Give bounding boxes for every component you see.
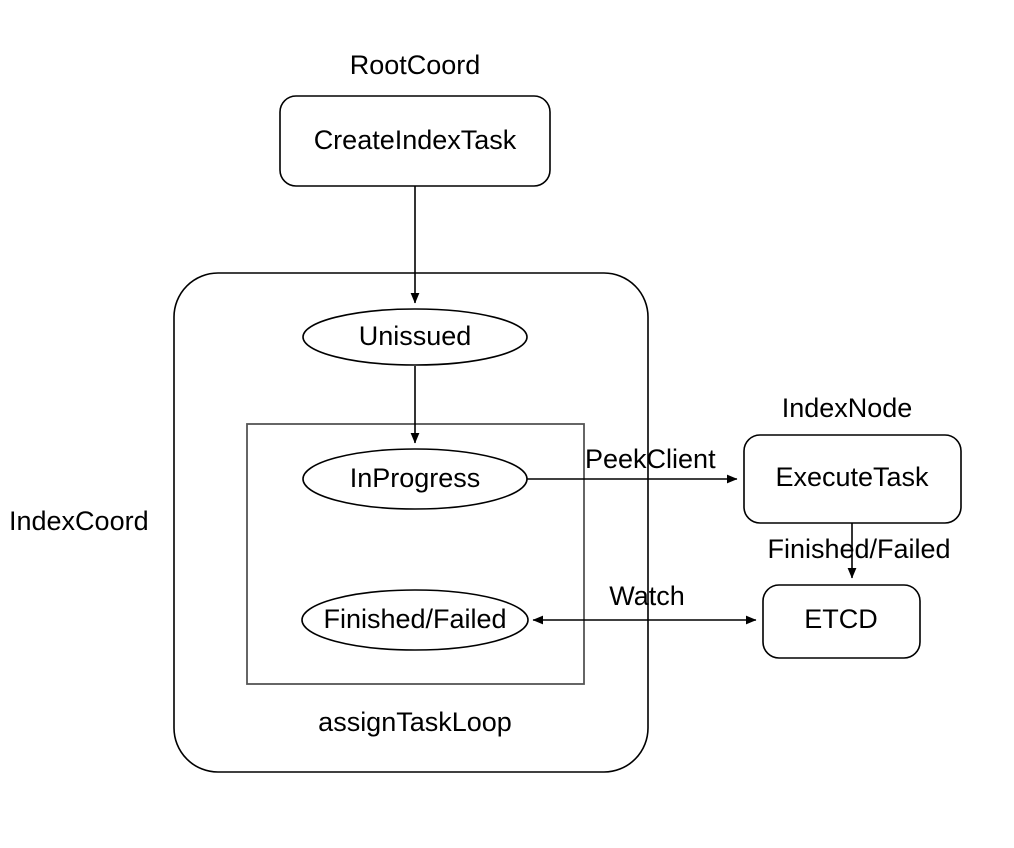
edge-label-finished-failed: Finished/Failed	[767, 534, 950, 564]
group-label-rootcoord: RootCoord	[350, 50, 481, 80]
node-label-create-index-task: CreateIndexTask	[314, 125, 517, 155]
node-finished-failed-state[interactable]	[301, 589, 529, 651]
node-etcd[interactable]	[762, 584, 921, 659]
node-create-index-task[interactable]	[279, 95, 551, 187]
node-in-progress[interactable]	[302, 448, 528, 510]
group-label-assigntaskloop: assignTaskLoop	[318, 707, 512, 737]
group-indexcoord-container	[173, 272, 649, 773]
node-label-execute-task: ExecuteTask	[775, 462, 929, 492]
group-label-indexcoord: IndexCoord	[9, 506, 149, 536]
group-label-indexnode: IndexNode	[782, 393, 913, 423]
edge-label-peekclient: PeekClient	[585, 444, 716, 474]
node-label-unissued: Unissued	[359, 321, 472, 351]
node-execute-task[interactable]	[743, 434, 962, 524]
node-label-finished-failed-state: Finished/Failed	[323, 604, 506, 634]
node-label-etcd: ETCD	[804, 604, 878, 634]
edge-label-watch: Watch	[609, 581, 685, 611]
node-label-in-progress: InProgress	[350, 463, 481, 493]
node-unissued[interactable]	[302, 308, 528, 366]
